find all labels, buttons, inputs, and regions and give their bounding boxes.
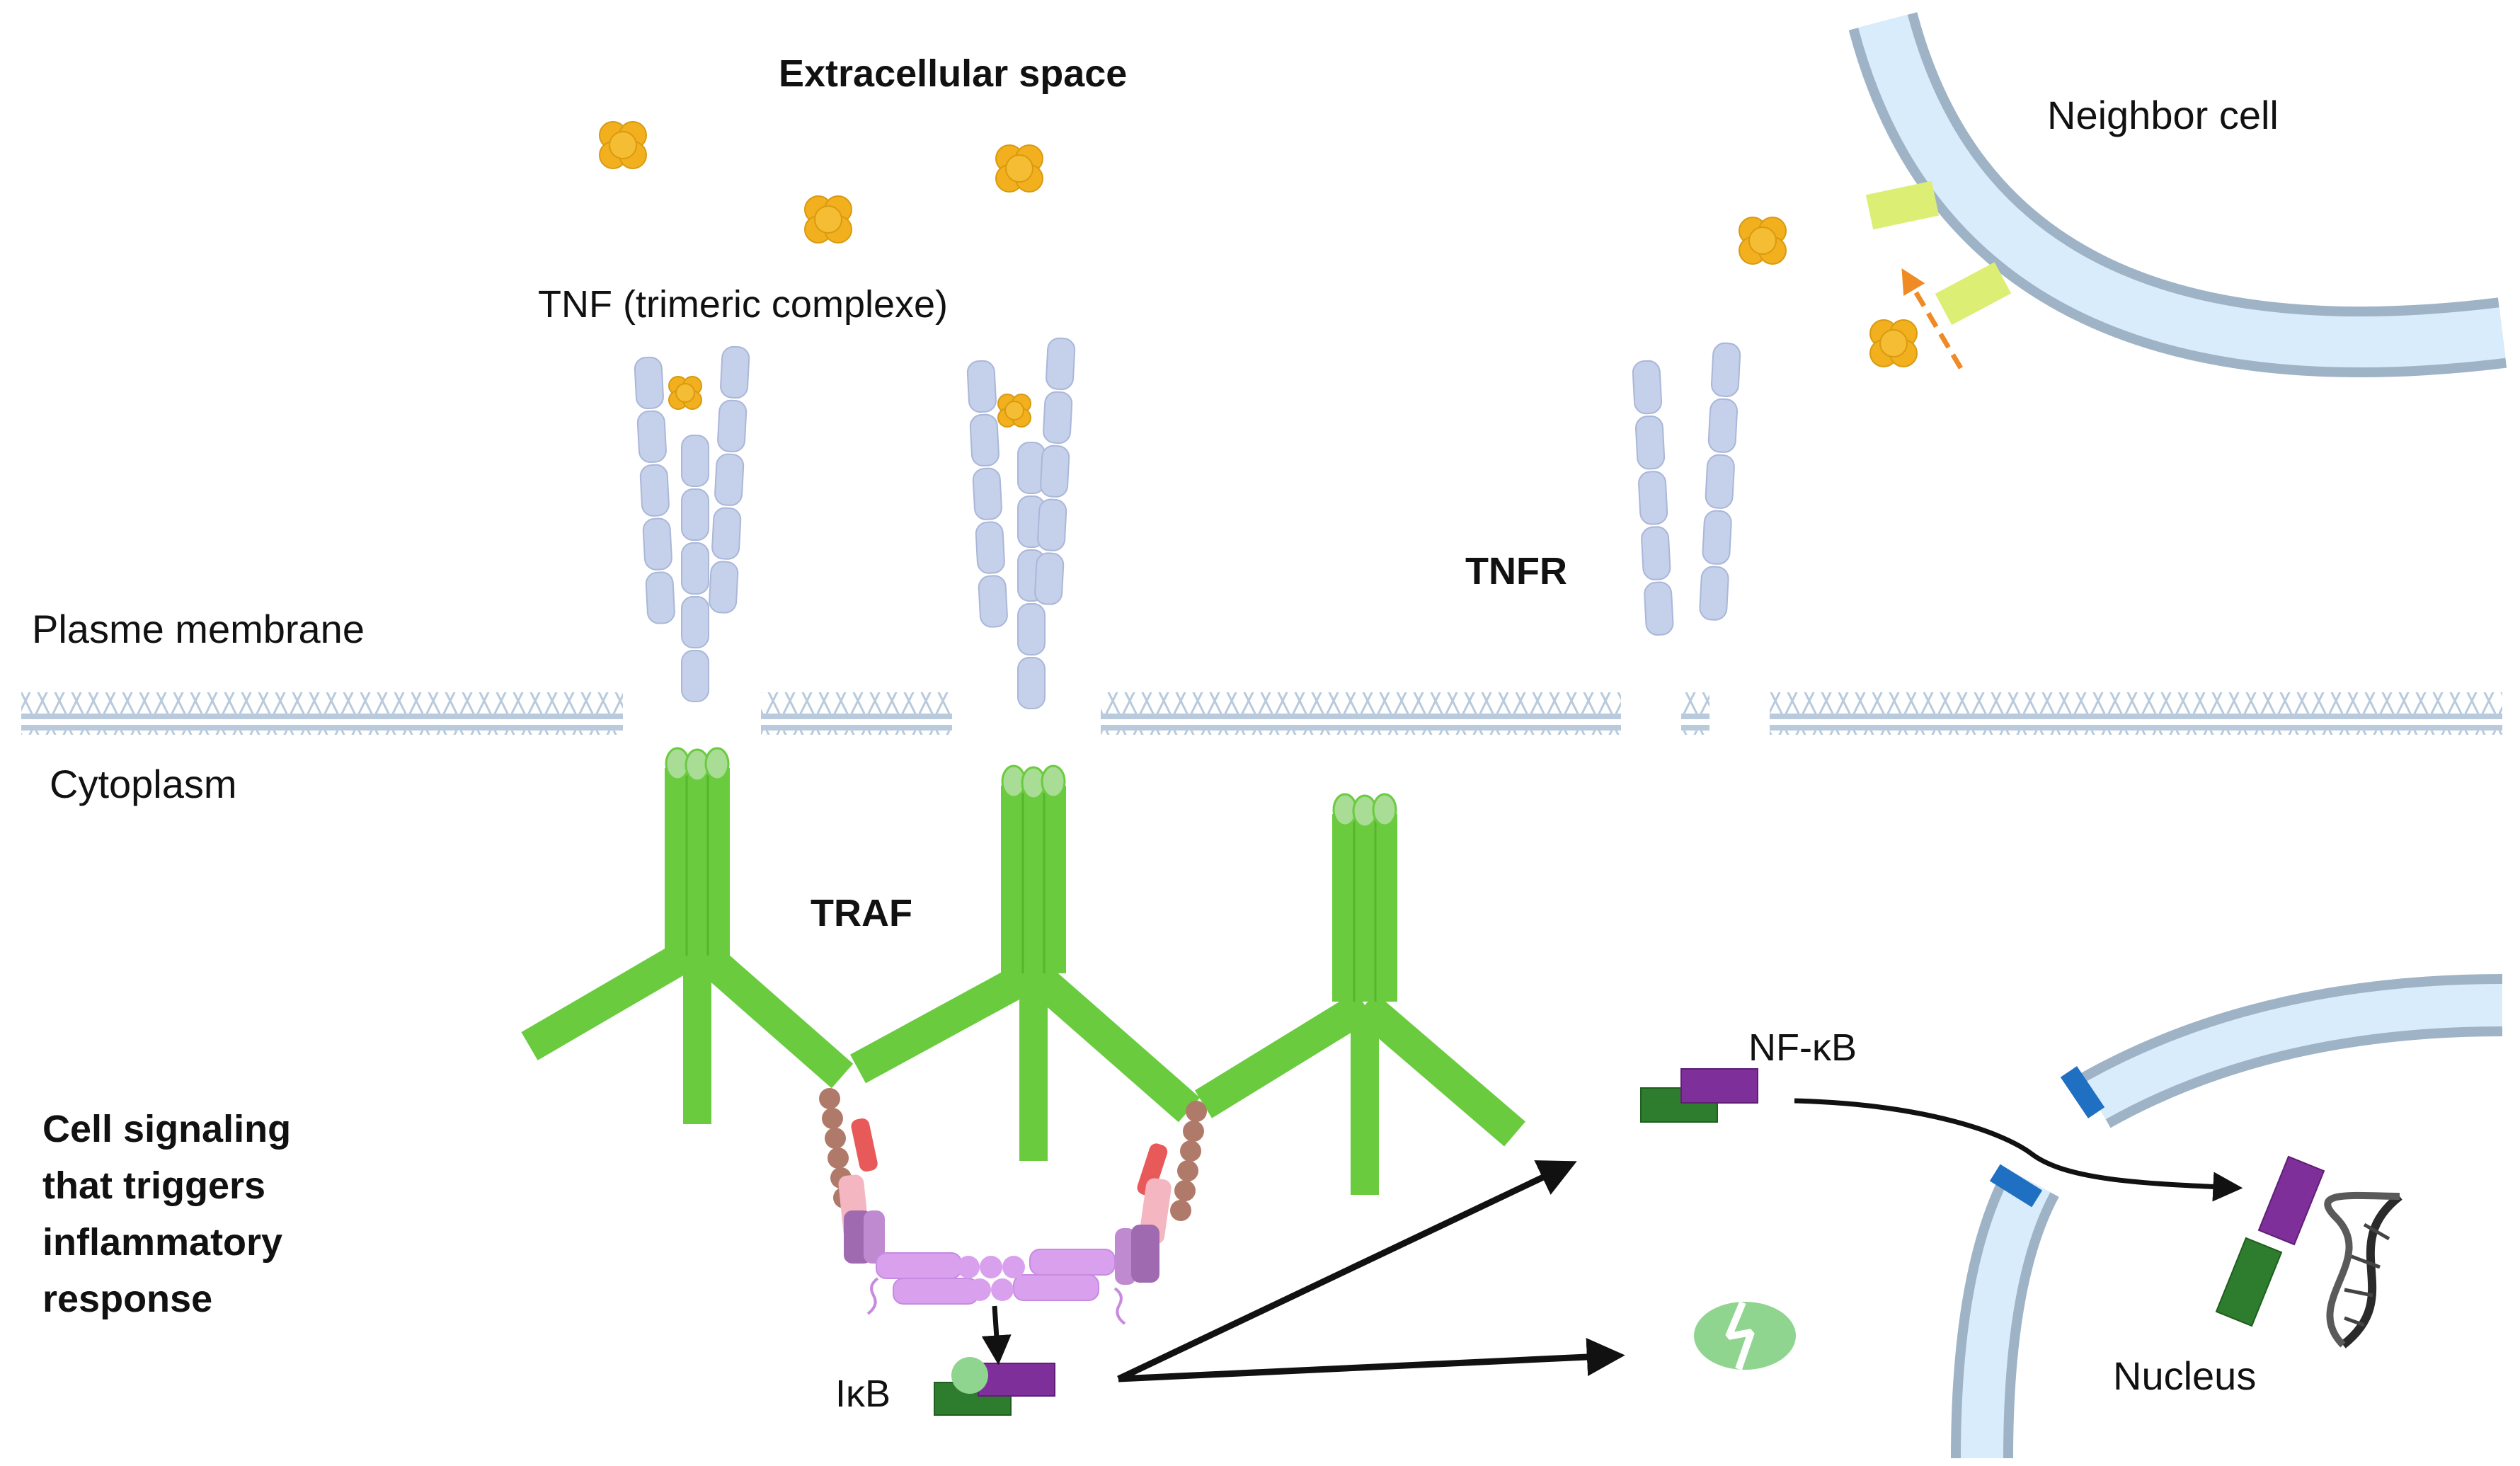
traf-label: TRAF <box>811 892 912 934</box>
ikk-complex <box>819 1088 1207 1325</box>
nuclear-pore <box>1989 1164 2043 1208</box>
dna-icon <box>2324 1191 2402 1348</box>
signaling-label-line3: inflammatory <box>42 1221 282 1264</box>
degraded-ikb-icon <box>1694 1301 1796 1370</box>
membrane-label: Plasme membrane <box>32 607 365 651</box>
ikb-nfkb-complex <box>934 1357 1055 1416</box>
arrow-to-nfkb <box>1117 1160 1577 1382</box>
neighbor-membrane-protein <box>1935 262 2012 326</box>
signaling-label-line1: Cell signaling <box>42 1108 291 1150</box>
tnf-trimer-icon <box>599 121 1918 367</box>
neighbor-cell-label: Neighbor cell <box>2047 93 2279 137</box>
signaling-label-line2: that triggers <box>42 1164 265 1207</box>
traf-lattice <box>521 747 1525 1195</box>
signaling-label-line4: response <box>42 1278 212 1320</box>
nuclear-pore <box>2060 1066 2105 1118</box>
plasma-membrane <box>21 692 2502 735</box>
extracellular-label: Extracellular space <box>779 52 1127 95</box>
nfkb-label: NF-κB <box>1748 1026 1857 1069</box>
nfkb-dimer <box>1640 1068 1758 1123</box>
signal-arrows <box>981 1098 2243 1382</box>
arrow-to-degradation <box>1118 1338 1625 1382</box>
arrow-nfkb-to-nucleus <box>1794 1098 2243 1202</box>
release-arrow <box>1901 268 1964 370</box>
neighbor-cell <box>1848 12 2507 378</box>
ikb-label: IκB <box>835 1373 890 1415</box>
tnfr-complex-1 <box>634 345 750 702</box>
tnfr-label: TNFR <box>1465 550 1567 592</box>
arrow-ikk-to-ikb <box>981 1305 1012 1365</box>
nucleus <box>1951 974 2503 1459</box>
neighbor-membrane-protein <box>1865 181 1940 230</box>
nucleus-label: Nucleus <box>2113 1353 2256 1398</box>
tnf-label: TNF (trimeric complexe) <box>538 283 948 326</box>
tnfr-unbound <box>1631 341 1742 636</box>
cytoplasm-label: Cytoplasm <box>50 762 237 806</box>
tnfr-complex-2 <box>966 337 1076 709</box>
